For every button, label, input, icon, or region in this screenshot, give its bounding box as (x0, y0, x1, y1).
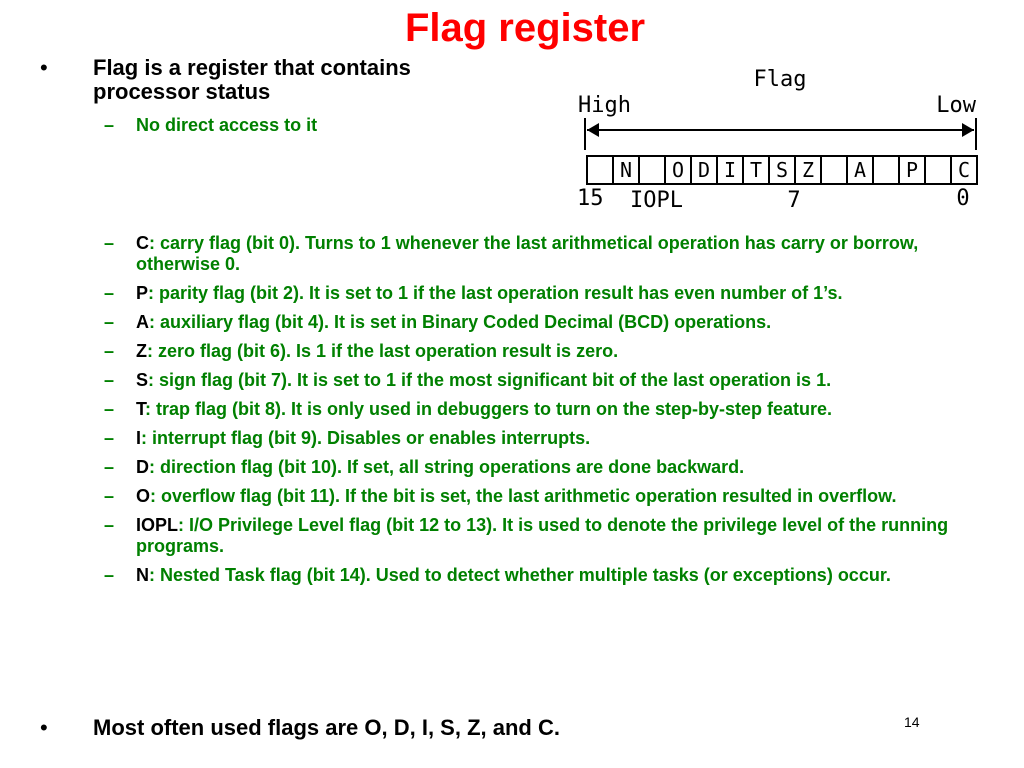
flag-desc: : sign flag (bit 7). It is set to 1 if t… (148, 370, 832, 390)
flag-desc: : Nested Task flag (bit 14). Used to det… (149, 565, 891, 585)
flag-cell (716, 155, 744, 185)
flag-desc: : carry flag (bit 0). Turns to 1 wheneve… (136, 233, 919, 274)
flag-desc: : overflow flag (bit 11). If the bit is … (150, 486, 897, 506)
dash-marker: – (104, 283, 115, 303)
flag-key: Z (136, 341, 147, 361)
flag-cell-label: D (698, 158, 710, 182)
dash-marker: – (104, 341, 115, 361)
flag-key: O (136, 486, 151, 506)
intro-sub-text: No direct access to it (136, 115, 318, 135)
flag-cell (742, 155, 770, 185)
flag-cell-label: A (854, 158, 866, 182)
dash-marker: – (104, 457, 115, 477)
flag-desc: : I/O Privilege Level flag (bit 12 to 13… (136, 515, 949, 556)
flag-descriptions: – C: carry flag (bit 0). Turns to 1 whene… (104, 233, 984, 594)
bit-0-label: 0 (956, 186, 969, 211)
flag-cell (924, 155, 952, 185)
flag-cell-label: O (672, 158, 684, 182)
flag-key: T (136, 399, 145, 419)
flag-key: D (136, 457, 149, 477)
flag-key: C (136, 233, 149, 253)
flag-key: P (136, 283, 149, 303)
dash-marker: – (104, 515, 115, 535)
flag-item: – A: auxiliary flag (bit 4). It is set in… (104, 312, 984, 333)
flag-desc: : trap flag (bit 8). It is only used in … (145, 399, 833, 419)
flag-desc: : auxiliary flag (bit 4). It is set in B… (149, 312, 772, 332)
dash-marker: – (104, 399, 115, 419)
bullet-dot: • (40, 715, 48, 740)
flag-key: S (136, 370, 149, 390)
dash-marker: – (104, 486, 115, 506)
iopl-label: IOPL (630, 188, 683, 213)
flag-desc: : zero flag (bit 6). Is 1 if the last op… (147, 341, 619, 361)
dash-marker: – (104, 370, 115, 390)
flag-cell-label: P (906, 158, 918, 182)
flag-item: – S: sign flag (bit 7). It is set to 1 if… (104, 370, 984, 391)
dash-marker: – (104, 115, 115, 135)
dash-marker: – (104, 428, 115, 448)
diagram-low-label: Low (936, 93, 976, 118)
flag-key: A (136, 312, 149, 332)
flag-cell (950, 155, 978, 185)
page-number: 14 (904, 714, 920, 730)
flag-item: – D: direction flag (bit 10). If set, all… (104, 457, 984, 478)
flag-cell (664, 155, 692, 185)
dash-marker: – (104, 312, 115, 332)
flag-key: IOPL (136, 515, 179, 535)
flag-item: – Z: zero flag (bit 6). Is 1 if the last … (104, 341, 984, 362)
flag-key: N (136, 565, 149, 585)
dash-marker: – (104, 565, 115, 585)
flag-item: – P: parity flag (bit 2). It is set to 1 … (104, 283, 984, 304)
intro-bullet-text: Flag is a register that contains process… (93, 55, 411, 104)
dash-marker: – (104, 233, 115, 253)
flag-cell-label: I (724, 158, 736, 182)
left-arrow-icon (587, 123, 599, 137)
flag-item: – I: interrupt flag (bit 9). Disables or … (104, 428, 984, 449)
bit-15-label: 15 (577, 186, 604, 211)
flag-cell-label: C (958, 158, 970, 182)
flag-cell (638, 155, 666, 185)
summary-bullet-text: Most often used flags are O, D, I, S, Z,… (93, 715, 560, 740)
flag-desc: : interrupt flag (bit 9). Disables or en… (141, 428, 591, 448)
flag-desc: : direction flag (bit 10). If set, all s… (149, 457, 745, 477)
bullet-dot: • (40, 55, 48, 80)
flag-cell (690, 155, 718, 185)
slide-title: Flag register (404, 6, 646, 50)
flag-cell-label: N (620, 158, 632, 182)
flag-cell-label: Z (802, 158, 814, 182)
diagram-high-label: High (578, 93, 631, 118)
flag-key: I (136, 428, 142, 448)
flag-item: – O: overflow flag (bit 11). If the bit i… (104, 486, 984, 507)
flag-cell (820, 155, 848, 185)
flag-item: – T: trap flag (bit 8). It is only used i… (104, 399, 984, 420)
diagram-title: Flag (754, 67, 807, 92)
flag-cell (872, 155, 900, 185)
bit-7-label: 7 (787, 188, 800, 213)
flag-cell-label: S (776, 158, 788, 182)
right-arrow-icon (962, 123, 974, 137)
flag-desc: : parity flag (bit 2). It is set to 1 if… (148, 283, 843, 303)
flag-item: – C: carry flag (bit 0). Turns to 1 whene… (104, 233, 984, 275)
flag-cell-label: T (750, 158, 762, 182)
flag-item: – IOPL: I/O Privilege Level flag (bit 12 … (104, 515, 984, 557)
flag-cell (586, 155, 614, 185)
flag-item: – N: Nested Task flag (bit 14). Used to d… (104, 565, 984, 586)
